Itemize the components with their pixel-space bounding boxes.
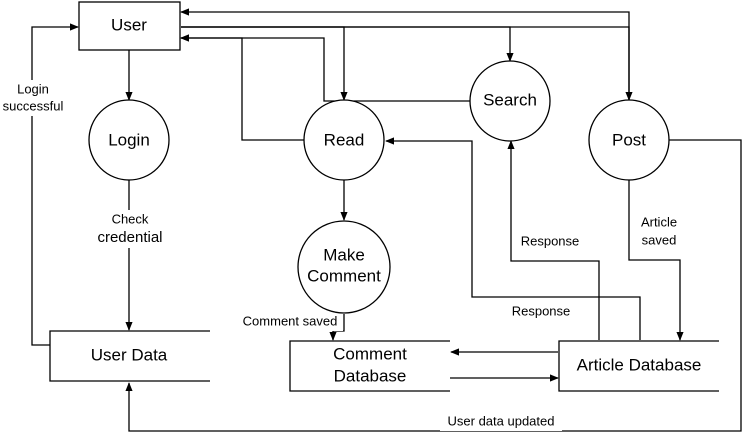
edge-post-articledb: [628, 180, 684, 341]
read-process-label: Read: [324, 130, 365, 149]
edge-user-search: [181, 26, 514, 62]
article-saved-label-line2: saved: [642, 232, 677, 247]
comment-database-store: Comment Database: [289, 340, 450, 392]
response-search-label: Response: [521, 233, 580, 248]
post-process: Post: [588, 99, 670, 181]
edge-labels: Login successful Check credential Commen…: [2, 80, 684, 431]
make-comment-process: Make Comment: [297, 220, 391, 314]
edge-search-user: [180, 34, 471, 102]
post-process-label: Post: [612, 130, 646, 149]
login-process-label: Login: [108, 130, 150, 149]
user-entity: User: [78, 1, 181, 51]
edge-articledb-search: [507, 140, 600, 340]
user-data-store: User Data: [49, 330, 210, 382]
article-saved-label-line1: Article: [641, 214, 677, 229]
edges: [31, 8, 742, 432]
user-data-store-label: User Data: [91, 345, 168, 364]
article-database-label: Article Database: [577, 355, 702, 374]
edge-post-userdata: [125, 139, 742, 432]
edge-read-user: [180, 34, 305, 141]
search-process: Search: [469, 60, 551, 142]
user-data-updated-label: User data updated: [448, 413, 555, 428]
login-successful-label-line1: Login: [17, 81, 49, 96]
check-credential-label-line1: Check: [112, 211, 149, 226]
comment-database-label-line1: Comment: [333, 344, 407, 363]
comment-saved-label: Comment saved: [243, 313, 338, 328]
check-credential-label-line2: credential: [97, 229, 162, 246]
edge-post-user: [180, 8, 630, 100]
make-comment-label-line2: Comment: [307, 266, 381, 285]
edge-userdata-user: [31, 23, 79, 346]
read-process: Read: [303, 99, 385, 181]
login-successful-label-line2: successful: [3, 98, 64, 113]
user-entity-label: User: [111, 15, 147, 34]
search-process-label: Search: [483, 90, 537, 109]
comment-database-label-line2: Database: [334, 366, 407, 385]
response-read-label: Response: [512, 303, 571, 318]
make-comment-label-line1: Make: [323, 245, 365, 264]
edge-articledb-read: [385, 137, 641, 340]
login-process: Login: [88, 99, 170, 181]
nodes: User Login Read Search Post Make Comment: [49, 1, 719, 392]
article-database-store: Article Database: [558, 340, 719, 392]
